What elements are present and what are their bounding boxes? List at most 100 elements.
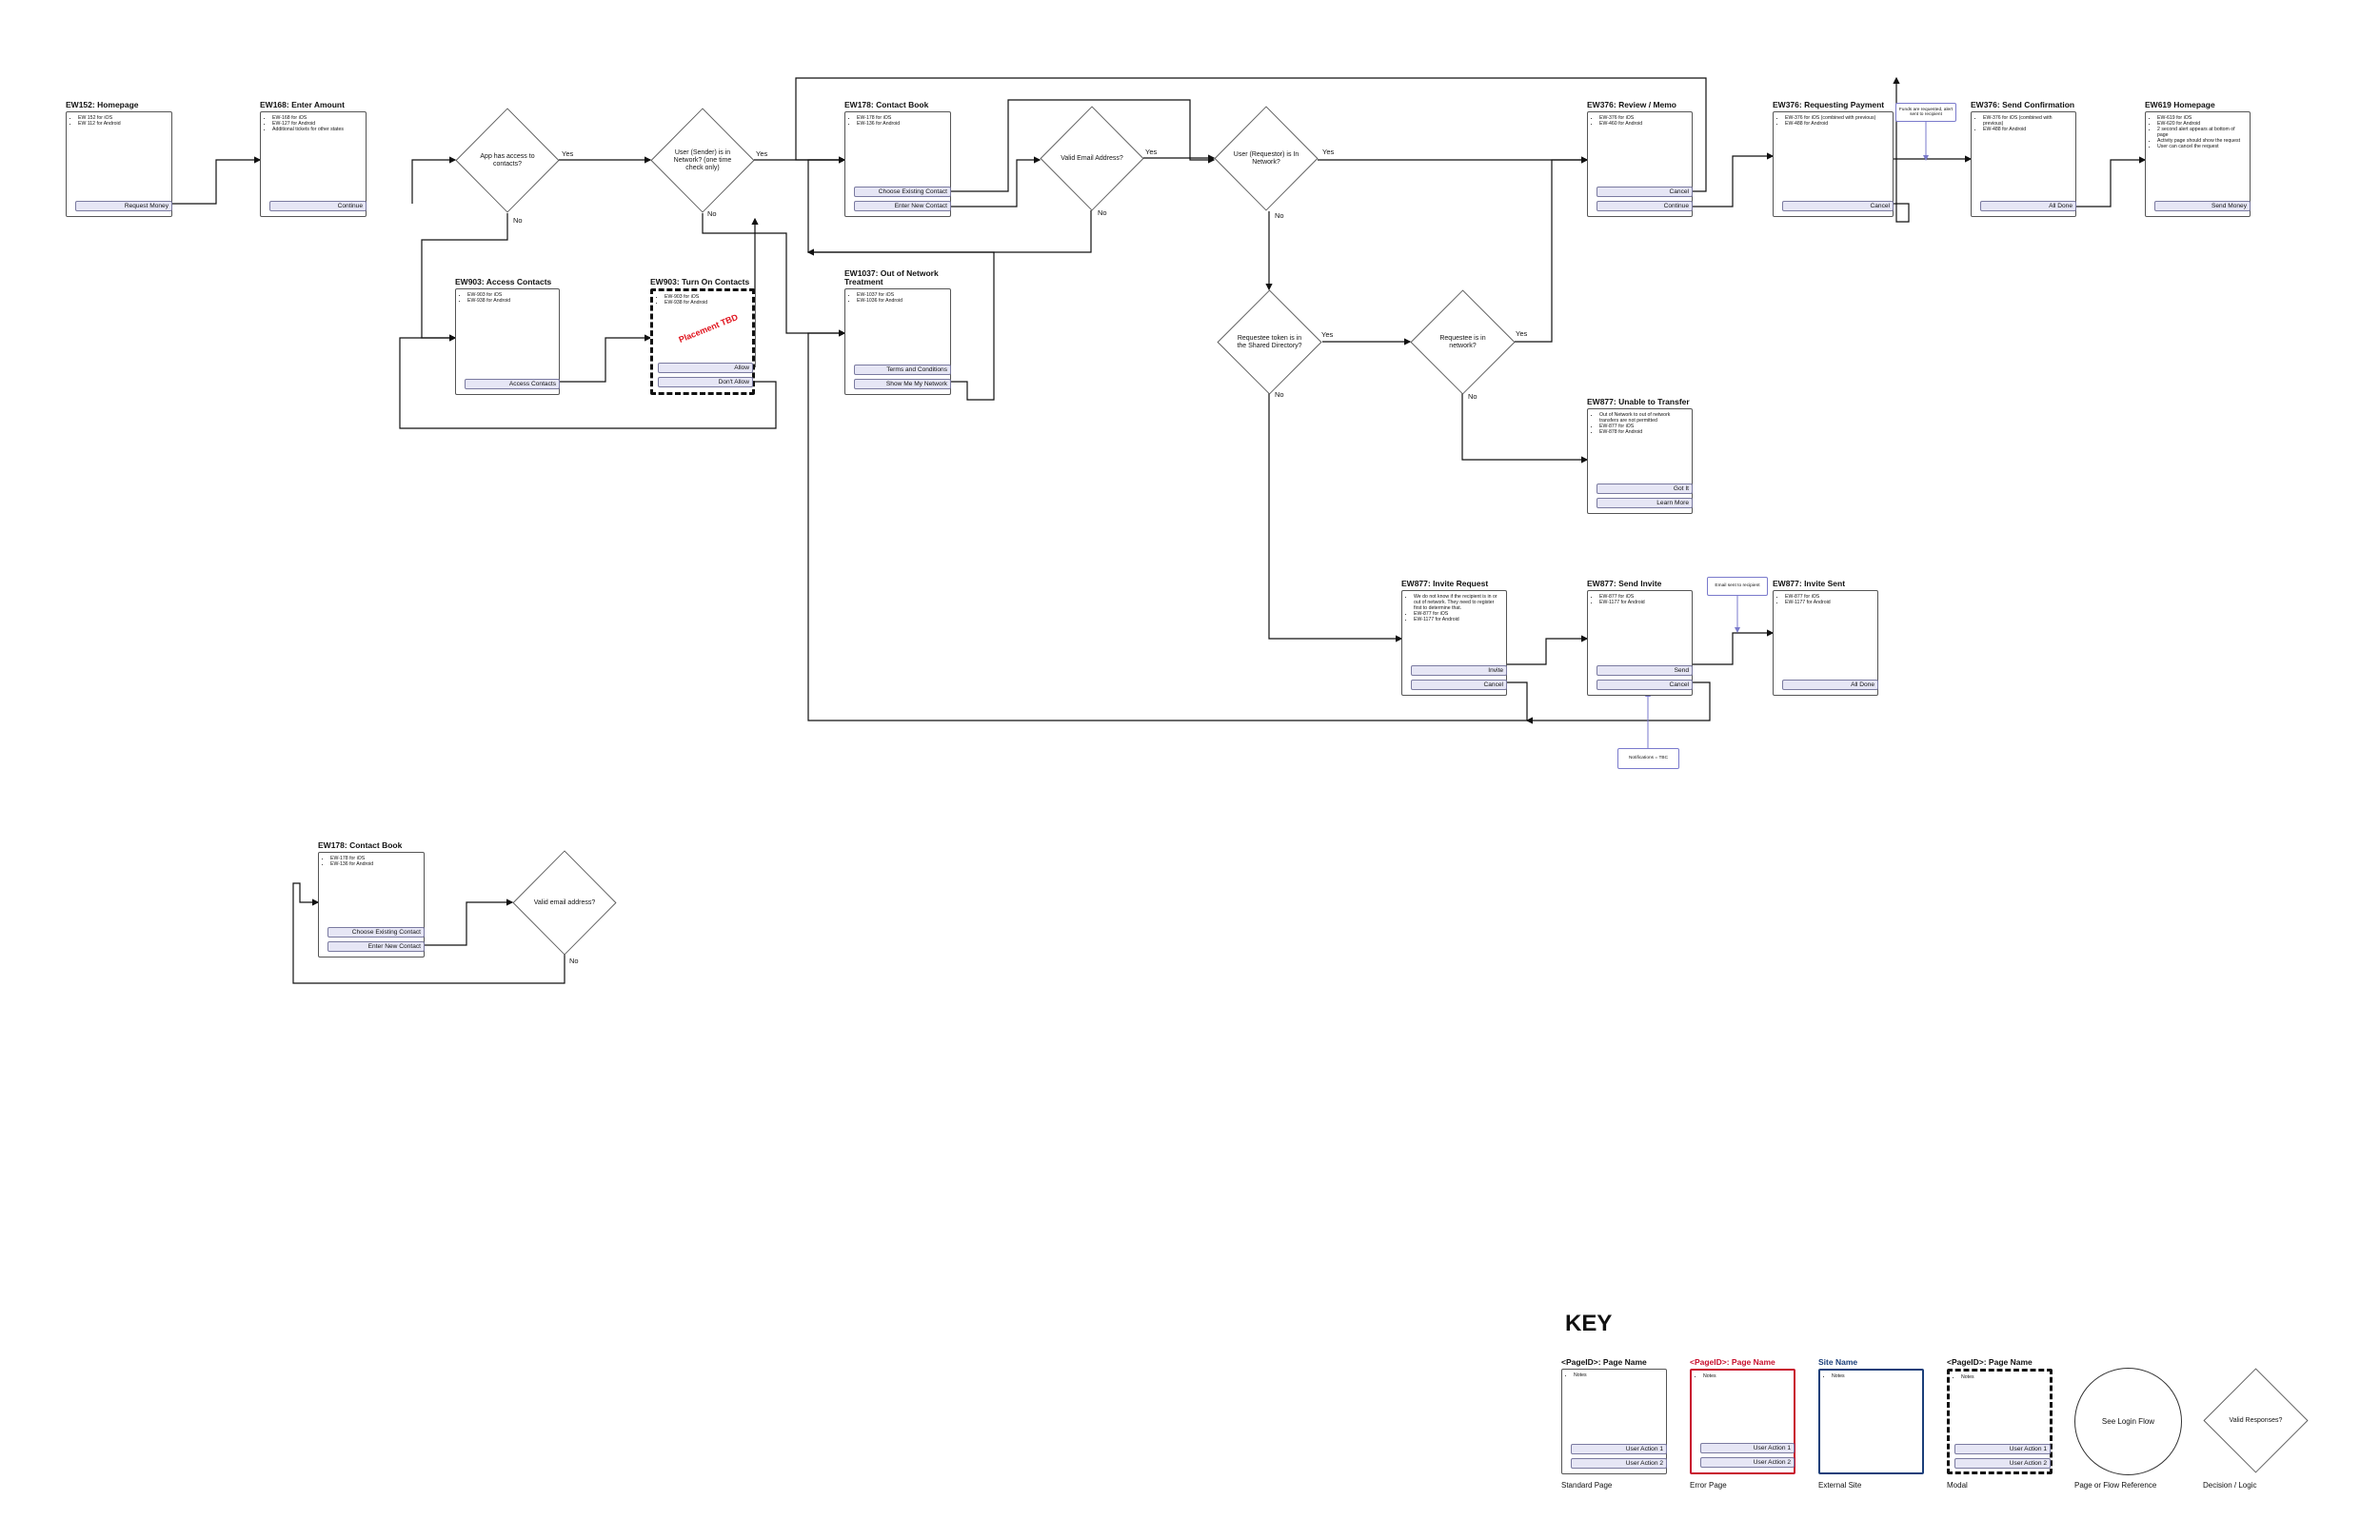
key-caption-reference: Page or Flow Reference bbox=[2074, 1481, 2157, 1490]
dont-allow-button[interactable]: Don't Allow bbox=[658, 377, 753, 387]
choose-existing-contact-button[interactable]: Choose Existing Contact bbox=[854, 187, 951, 197]
edge-label-no: No bbox=[512, 216, 524, 225]
page-title: EW877: Unable to Transfer bbox=[1587, 397, 1690, 406]
page-title: EW376: Send Confirmation bbox=[1971, 100, 2075, 109]
key-caption-site: External Site bbox=[1818, 1481, 1862, 1490]
page-ew376-send-confirmation: EW376: Send Confirmation EW-376 for iOS … bbox=[1971, 101, 2076, 217]
send-money-button[interactable]: Send Money bbox=[2154, 201, 2251, 211]
key-external-site: Site Name Notes bbox=[1818, 1358, 1924, 1474]
key-user-action-1: User Action 1 bbox=[1954, 1444, 2051, 1454]
key-user-action-1: User Action 1 bbox=[1700, 1443, 1795, 1453]
key-page-title: <PageID>: Page Name bbox=[1947, 1357, 2033, 1367]
got-it-button[interactable]: Got It bbox=[1597, 484, 1693, 494]
edge-sender-no bbox=[702, 213, 846, 337]
edge-confirm-to-homepage bbox=[2075, 156, 2147, 207]
edge-label-no: No bbox=[706, 209, 718, 218]
allow-button[interactable]: Allow bbox=[658, 363, 753, 373]
decision-requestor-in-network: User (Requestor) is In Network? bbox=[1214, 106, 1319, 211]
page-ew376-requesting-payment: EW376: Requesting Payment EW-376 for iOS… bbox=[1773, 101, 1894, 217]
key-user-action-2: User Action 2 bbox=[1954, 1458, 2051, 1469]
enter-new-contact-button[interactable]: Enter New Contact bbox=[327, 941, 425, 952]
page-ew877-unable-to-transfer: EW877: Unable to Transfer Out of Network… bbox=[1587, 398, 1693, 514]
access-contacts-button[interactable]: Access Contacts bbox=[465, 379, 560, 389]
edge-dontallow-loop bbox=[399, 334, 777, 429]
edge-email2-no bbox=[292, 882, 565, 984]
page-notes: We do not know if the recipient is in or… bbox=[1405, 594, 1503, 622]
page-title: EW152: Homepage bbox=[66, 100, 139, 109]
cancel-button[interactable]: Cancel bbox=[1597, 187, 1693, 197]
all-done-button[interactable]: All Done bbox=[1782, 680, 1878, 690]
edge-token-no bbox=[1268, 392, 1403, 642]
page-title: EW877: Send Invite bbox=[1587, 579, 1662, 588]
decision-app-access-contacts: App has access to contacts? bbox=[455, 108, 560, 213]
continue-button[interactable]: Continue bbox=[1597, 201, 1693, 211]
page-title: EW877: Invite Sent bbox=[1773, 579, 1846, 588]
page-ew168-enter-amount: EW168: Enter Amount EW-168 for iOS EW-12… bbox=[260, 101, 367, 217]
key-error-page: <PageID>: Page Name Notes User Action 1 … bbox=[1690, 1358, 1795, 1474]
page-ew152-homepage: EW152: Homepage EW 152 for iOS EW 112 fo… bbox=[66, 101, 172, 217]
page-title: EW1037: Out of Network Treatment bbox=[844, 268, 939, 286]
page-notes: EW 152 for iOS EW 112 for Android bbox=[69, 115, 169, 127]
decision-valid-email-alt: Valid email address? bbox=[512, 850, 617, 956]
edge-label-yes: Yes bbox=[1144, 148, 1159, 156]
edge-label-yes: Yes bbox=[1321, 148, 1336, 156]
key-modal: <PageID>: Page Name Notes User Action 1 … bbox=[1947, 1358, 2053, 1474]
edge-requesting-cancel bbox=[1893, 76, 1910, 223]
learn-more-button[interactable]: Learn More bbox=[1597, 498, 1693, 508]
page-ew903-turn-on-contacts: EW903: Turn On Contacts EW-903 for iOS E… bbox=[650, 278, 755, 395]
key-caption-modal: Modal bbox=[1947, 1481, 1968, 1490]
page-ew877-invite-sent: EW877: Invite Sent EW-877 for iOS EW-117… bbox=[1773, 580, 1878, 696]
page-title: EW376: Requesting Payment bbox=[1773, 100, 1885, 109]
page-notes: EW-619 for iOS EW-620 for Android 2 seco… bbox=[2149, 115, 2247, 149]
edge-reqnet-yes bbox=[1515, 156, 1589, 343]
edge-contact2-to-email bbox=[425, 898, 514, 946]
edge-review-cancel bbox=[795, 77, 1707, 192]
request-money-button[interactable]: Request Money bbox=[75, 201, 172, 211]
cancel-button[interactable]: Cancel bbox=[1411, 680, 1507, 690]
key-caption-error: Error Page bbox=[1690, 1481, 1727, 1490]
page-title: EW168: Enter Amount bbox=[260, 100, 345, 109]
page-ew619-homepage: EW619 Homepage EW-619 for iOS EW-620 for… bbox=[2145, 101, 2251, 217]
page-notes: EW-877 for iOS EW-1177 for Android bbox=[1776, 594, 1874, 605]
page-notes: EW-168 for iOS EW-127 for Android Additi… bbox=[264, 115, 363, 132]
enter-new-contact-button[interactable]: Enter New Contact bbox=[854, 201, 951, 211]
edge-send-to-sent bbox=[1693, 629, 1775, 665]
all-done-button[interactable]: All Done bbox=[1980, 201, 2076, 211]
key-page-title: <PageID>: Page Name bbox=[1561, 1357, 1647, 1367]
key-caption-standard: Standard Page bbox=[1561, 1481, 1613, 1490]
decision-requestee-in-network: Requestee is in network? bbox=[1410, 289, 1516, 395]
cancel-button[interactable]: Cancel bbox=[1597, 680, 1693, 690]
choose-existing-contact-button[interactable]: Choose Existing Contact bbox=[327, 927, 425, 938]
page-notes: EW-877 for iOS EW-1177 for Android bbox=[1591, 594, 1689, 605]
edge-label-no: No bbox=[1274, 390, 1285, 399]
send-button[interactable]: Send bbox=[1597, 665, 1693, 676]
edge-enter-to-email bbox=[951, 156, 1041, 207]
key-standard-page: <PageID>: Page Name Notes User Action 1 … bbox=[1561, 1358, 1667, 1474]
callout-email-sent: Email sent to recipient bbox=[1707, 577, 1768, 596]
terms-and-conditions-button[interactable]: Terms and Conditions bbox=[854, 365, 951, 375]
show-me-my-network-button[interactable]: Show Me My Network bbox=[854, 379, 951, 389]
page-notes: EW-178 for iOS EW-136 for Android bbox=[322, 856, 421, 867]
page-ew178-contact-book: EW178: Contact Book EW-178 for iOS EW-13… bbox=[844, 101, 951, 217]
edge-invite-to-send bbox=[1507, 635, 1589, 665]
edge-label-yes: Yes bbox=[561, 149, 575, 158]
edge-label-yes: Yes bbox=[755, 149, 769, 158]
edge-label-yes: Yes bbox=[1320, 330, 1335, 339]
edge-label-yes: Yes bbox=[1515, 329, 1529, 338]
key-page-title: <PageID>: Page Name bbox=[1690, 1357, 1775, 1367]
page-ew1037-out-of-network: EW1037: Out of Network Treatment EW-1037… bbox=[844, 269, 951, 395]
decision-requestee-token: Requestee token is in the Shared Directo… bbox=[1217, 289, 1322, 395]
page-ew877-invite-request: EW877: Invite Request We do not know if … bbox=[1401, 580, 1507, 696]
cancel-button[interactable]: Cancel bbox=[1782, 201, 1894, 211]
key-title: KEY bbox=[1565, 1311, 1613, 1336]
page-ew903-access-contacts: EW903: Access Contacts EW-903 for iOS EW… bbox=[455, 278, 560, 395]
invite-button[interactable]: Invite bbox=[1411, 665, 1507, 676]
callout-notifications: Notifications = TBC bbox=[1617, 748, 1679, 769]
key-page-title: Site Name bbox=[1818, 1357, 1858, 1367]
continue-button[interactable]: Continue bbox=[269, 201, 367, 211]
edge-review-continue bbox=[1693, 152, 1775, 207]
edge-label-no: No bbox=[568, 957, 580, 965]
page-title: EW178: Contact Book bbox=[844, 100, 929, 109]
edge-showmenet-loop bbox=[806, 248, 995, 401]
